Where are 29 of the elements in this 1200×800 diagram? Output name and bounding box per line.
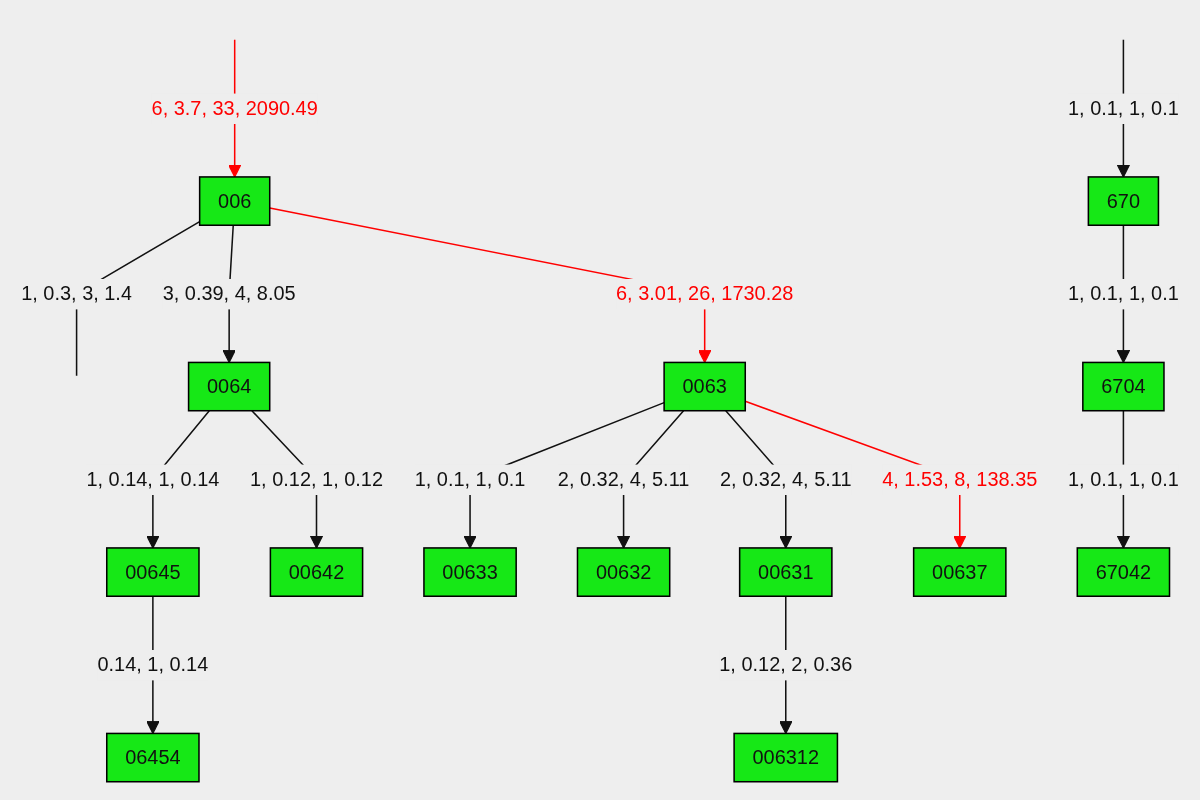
edge-label: 1, 0.12, 2, 0.36 (719, 652, 853, 676)
edge-label: 2, 0.32, 4, 5.11 (720, 467, 852, 491)
node-box: 00642 (269, 547, 364, 597)
edge-label: 1, 0.1, 1, 0.1 (414, 467, 526, 491)
node-box: 00633 (423, 547, 517, 597)
edge-label: 1, 0.14, 1, 0.14 (86, 467, 220, 491)
node-box: 670 (1087, 176, 1160, 226)
node-box: 00645 (106, 547, 200, 597)
node-box: 67042 (1076, 547, 1171, 597)
edge-label: 3, 0.39, 4, 8.05 (162, 281, 296, 305)
edge-label: 1, 0.1, 1, 0.1 (1068, 467, 1179, 491)
edge-label: 0.14, 1, 0.14 (97, 652, 209, 676)
node-box: 00632 (576, 547, 671, 597)
edge-label: 1, 0.3, 3, 1.4 (21, 281, 132, 305)
node-box: 00631 (738, 547, 833, 597)
node-box: 0063 (663, 361, 746, 412)
node-box: 006 (198, 176, 271, 226)
edge-label: 1, 0.12, 1, 0.12 (250, 467, 383, 491)
edge-label: 1, 0.1, 1, 0.1 (1068, 281, 1179, 305)
edge-label: 4, 1.53, 8, 138.35 (882, 467, 1038, 491)
edge-label: 6, 3.7, 33, 2090.49 (151, 96, 318, 120)
node-box: 6704 (1082, 361, 1165, 412)
edge-label: 2, 0.32, 4, 5.11 (557, 467, 690, 491)
edge-label: 1, 0.1, 1, 0.1 (1068, 96, 1179, 120)
edge-label: 6, 3.01, 26, 1730.28 (616, 281, 794, 305)
node-box: 006312 (733, 732, 839, 783)
node-box: 06454 (106, 732, 200, 783)
node-box: 00637 (912, 547, 1007, 597)
node-box: 0064 (187, 361, 271, 412)
